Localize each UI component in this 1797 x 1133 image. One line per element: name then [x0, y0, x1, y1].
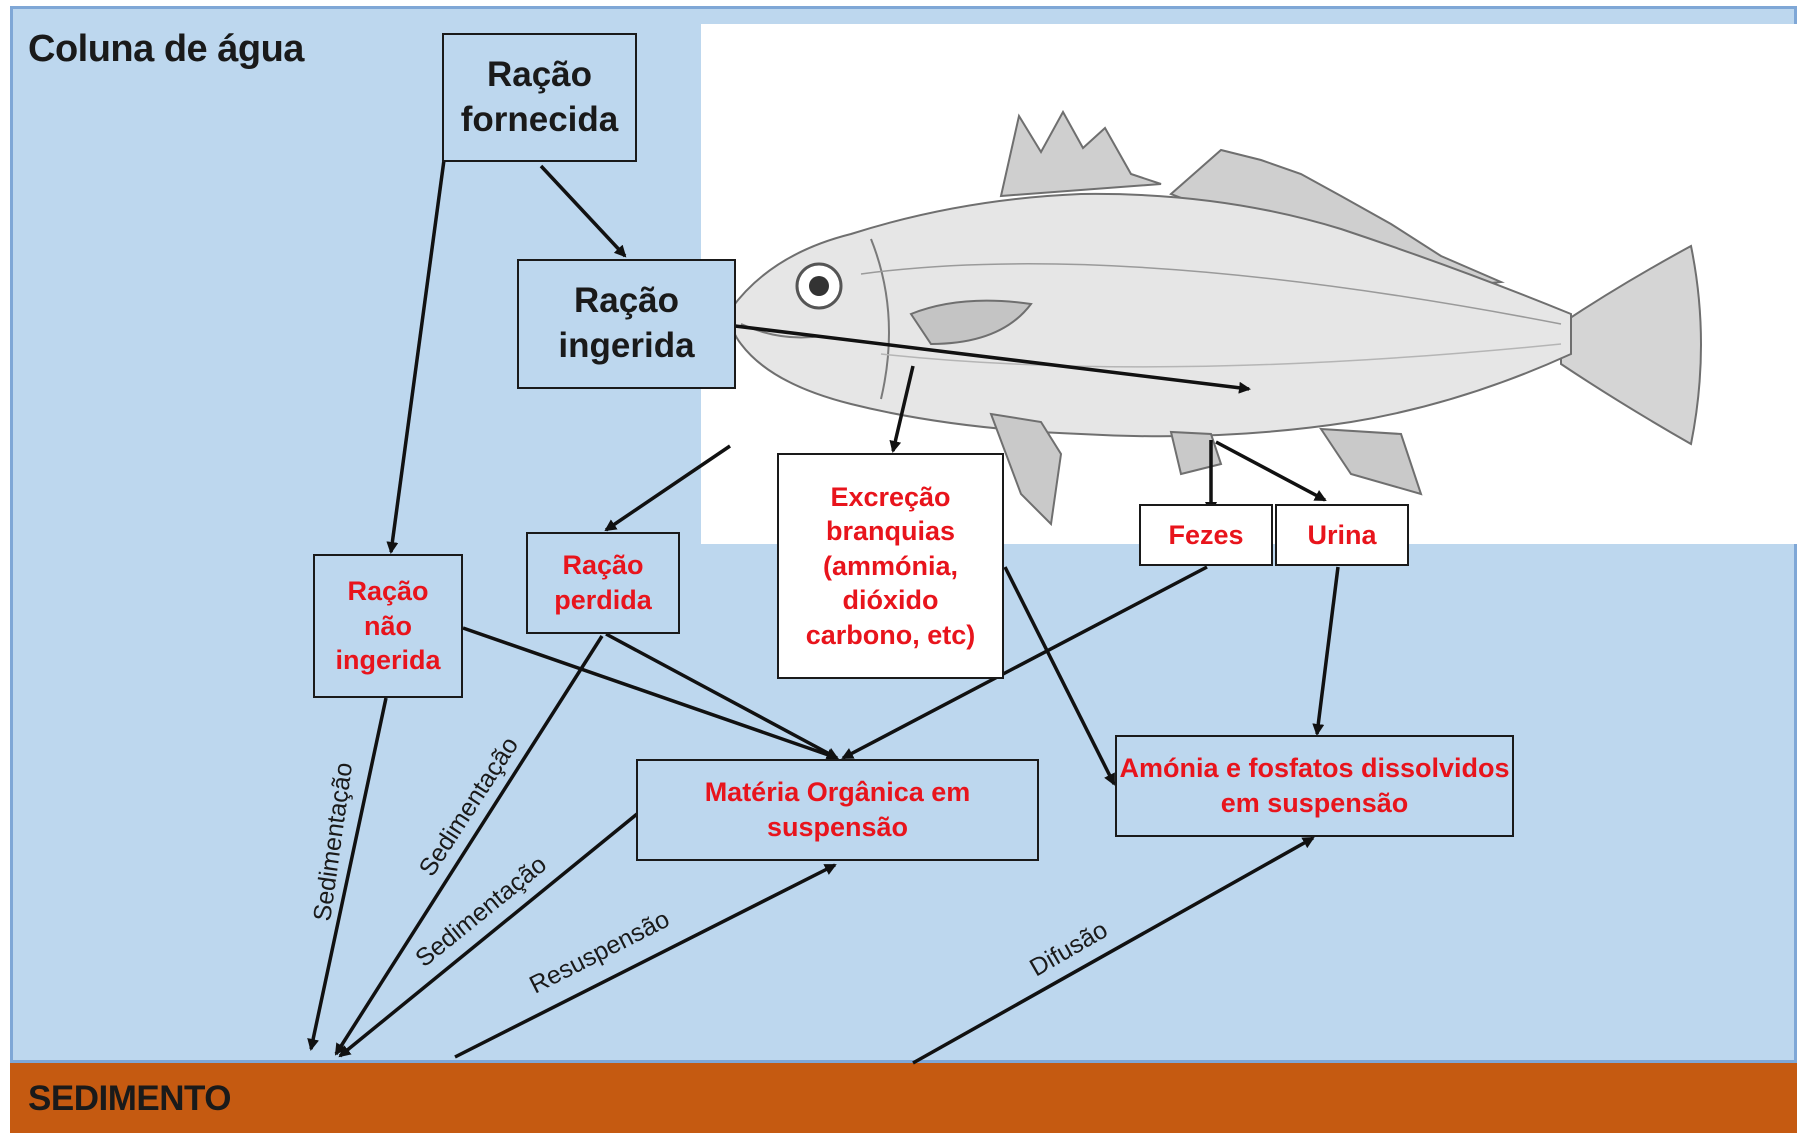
node-racao-ingerida: Ração ingerida	[517, 259, 736, 389]
node-materia-organica: Matéria Orgânica em suspensão	[636, 759, 1039, 861]
arrow-perdida-to-sediment	[336, 636, 602, 1054]
node-excrecao-branquias: Excreção branquias (ammónia, dióxido car…	[777, 453, 1004, 679]
arrow-fish-to-excrecao	[893, 366, 913, 451]
arrow-materia-to-sediment	[340, 814, 637, 1056]
node-amonia-fosfatos: Amónia e fosfatos dissolvidos em suspens…	[1115, 735, 1514, 837]
node-urina: Urina	[1275, 504, 1409, 566]
arrow-urina-to-amonia	[1317, 567, 1338, 734]
arrow-fish-to-perdida	[606, 446, 730, 530]
sedimentation-label-2: Sedimentação	[414, 732, 525, 881]
arrow-fish-to-urina	[1216, 442, 1325, 500]
arrow-fornecida-to-ingerida	[541, 166, 625, 256]
node-fezes: Fezes	[1139, 504, 1273, 566]
arrow-sediment-to-amonia	[913, 838, 1313, 1063]
node-racao-nao-ingerida: Ração não ingerida	[313, 554, 463, 698]
sedimentation-label-1: Sedimentação	[308, 761, 358, 923]
node-racao-perdida: Ração perdida	[526, 532, 680, 634]
arrow-ingerida-to-fish	[735, 326, 1249, 389]
diffusion-label: Difusão	[1025, 916, 1112, 983]
arrow-excrecao-to-amonia	[1005, 567, 1114, 784]
arrow-fornecida-to-nao-ingerida	[391, 160, 444, 552]
node-racao-fornecida: Ração fornecida	[442, 33, 637, 162]
